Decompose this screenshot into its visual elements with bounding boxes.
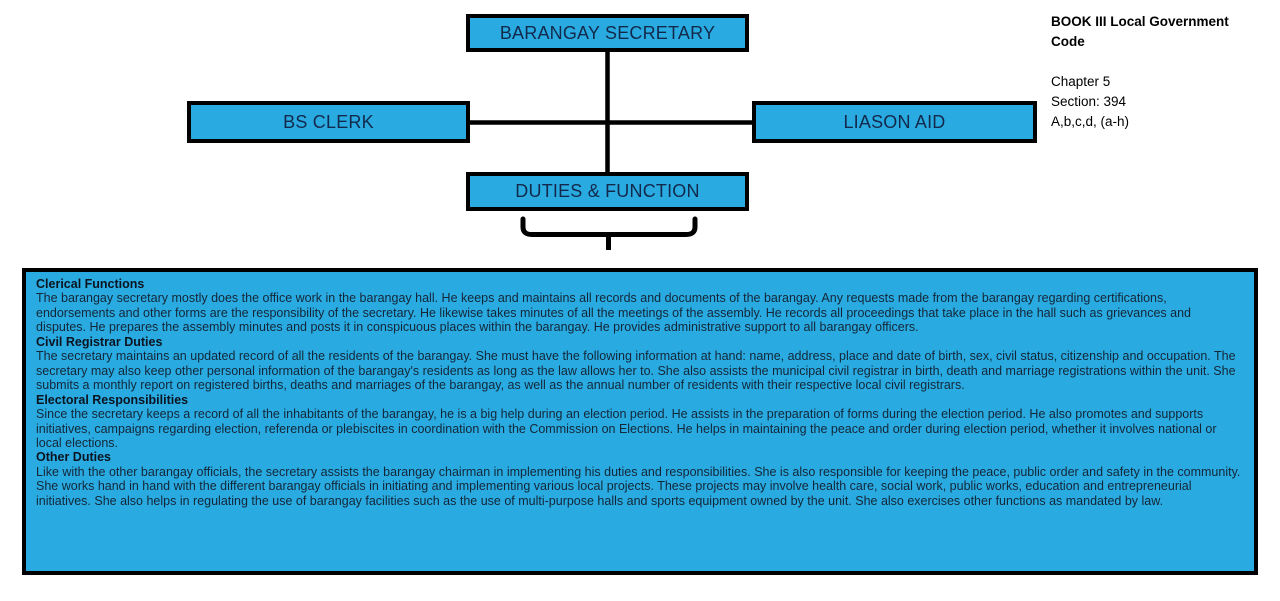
reference-title: BOOK III Local Government Code: [1051, 14, 1229, 49]
connector-lines: [469, 51, 753, 250]
node-barangay-secretary: BARANGAY SECRETARY: [466, 14, 749, 52]
brace-under-duties: [520, 216, 698, 237]
section-heading-civil-registrar: Civil Registrar Duties: [36, 334, 163, 349]
section-heading-other-duties: Other Duties: [36, 450, 112, 465]
node-liason-aid-label: LIASON AID: [843, 111, 946, 132]
section-body-electoral: Since the secretary keeps a record of al…: [36, 407, 1217, 450]
duties-details-box: Clerical Functions The barangay secretar…: [22, 268, 1258, 575]
reference-items: A,b,c,d, (a-h): [1051, 113, 1130, 129]
legal-reference-block: BOOK III Local Government Code Chapter 5…: [1051, 12, 1263, 132]
section-body-other-duties: Like with the other barangay officials, …: [36, 464, 1241, 508]
node-bs-clerk-label: BS CLERK: [283, 111, 374, 132]
section-heading-electoral: Electoral Responsibilities: [36, 392, 189, 407]
node-duties-function-label: DUTIES & FUNCTION: [515, 181, 700, 201]
node-bs-clerk: BS CLERK: [187, 101, 470, 143]
reference-section: Section: 394: [1051, 93, 1127, 109]
section-body-clerical: The barangay secretary mostly does the o…: [36, 291, 1191, 335]
reference-chapter: Chapter 5: [1051, 73, 1111, 89]
section-heading-clerical: Clerical Functions: [36, 277, 145, 291]
section-body-civil-registrar: The secretary maintains an updated recor…: [36, 349, 1236, 393]
node-liason-aid: LIASON AID: [752, 101, 1037, 143]
node-barangay-secretary-label: BARANGAY SECRETARY: [499, 22, 716, 43]
node-duties-function: DUTIES & FUNCTION: [466, 172, 749, 211]
